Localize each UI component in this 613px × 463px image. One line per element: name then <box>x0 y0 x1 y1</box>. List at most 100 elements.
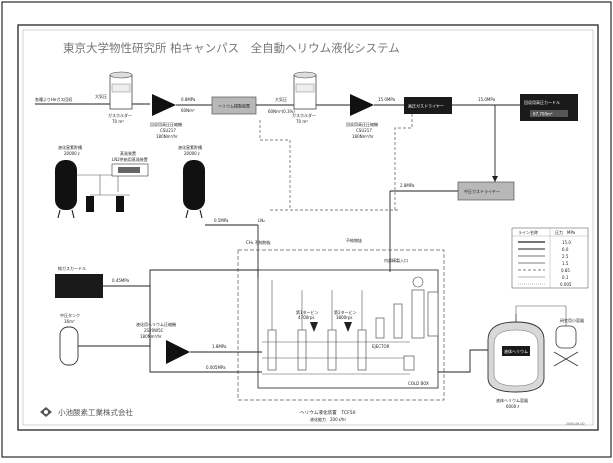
pressure-08-label: 0.8MPa <box>181 97 196 102</box>
legend-header-line: ライン名称 <box>518 229 538 235</box>
hp-curdle-sublabel-bg <box>530 110 568 117</box>
dewar-transfer-line <box>438 349 490 373</box>
compressor1-label: 回収用高圧圧縮機 <box>150 121 182 127</box>
transport-label: 研究用小容器 <box>560 317 584 323</box>
source-line-label: 各種よりHeガス回収 <box>35 96 72 102</box>
compressor2-label: 回収用高圧圧縮機 <box>346 121 378 127</box>
compressor1-capacity: 180Nm³/hr <box>156 134 178 139</box>
ln2-tank-left <box>55 160 77 219</box>
gasholder2 <box>293 71 317 110</box>
liquefier-label: ヘリウム液化装置 TCF50 <box>300 409 356 416</box>
legend-press-1: 6.0 <box>562 247 569 252</box>
hp-dryer-box <box>404 97 452 114</box>
legend-press-4: 0.85 <box>561 268 570 273</box>
pressure-150a-label: 15.0MPa <box>378 97 396 102</box>
compressor1-triangle <box>152 94 176 116</box>
compressor2-model: CSU217 <box>356 128 372 133</box>
evaporator-display <box>118 167 140 173</box>
vessel-top-valve <box>412 276 424 288</box>
atm1-label: 大気圧 <box>95 93 107 99</box>
ln2-tank-right <box>183 160 205 219</box>
pure-curdle-label: 純ガスカードル <box>58 265 86 271</box>
ln2-chem: LN₂ <box>258 218 265 223</box>
gasholder1-volume: 70 m³ <box>112 119 124 124</box>
gasholder2-label: ガスホルダー <box>292 112 316 118</box>
evaporator-label: 蒸発装置 <box>120 150 136 156</box>
ln2-tank-right-label: 液化窒素貯槽 <box>178 144 202 150</box>
vessel-e <box>403 355 415 371</box>
purifier-label: ヘリウム精製装置 <box>218 103 250 109</box>
compressor1-model: CSU217 <box>160 128 176 133</box>
legend-rows <box>518 241 545 285</box>
mp-dryer-label: 中圧ガスドライヤー <box>464 188 500 194</box>
evaporator-piping <box>77 174 130 196</box>
ln2-tank-left-volume: 20000 ℓ <box>64 151 80 156</box>
pressure-05-label: 0.5MPa <box>214 218 229 223</box>
turbine2-rpm: 3800rps <box>336 315 352 320</box>
comp3-return <box>149 286 262 373</box>
legend-press-3: 1.5 <box>562 261 569 266</box>
purifier-box <box>211 96 257 115</box>
ln2-tank-left-label: 液化窒素貯槽 <box>58 144 82 150</box>
pressure-0005-label: 0.005MPa <box>206 365 226 370</box>
atm2-label: 大気圧 <box>275 96 287 102</box>
dewar-volume: 6000 ℓ <box>506 404 519 409</box>
compressor3-label: 液化用ヘリウム圧縮機 <box>136 321 176 327</box>
compressor2-capacity: 180Nm³/hr <box>352 134 374 139</box>
mp-tank <box>59 326 79 366</box>
turbine1-symbol <box>310 322 318 332</box>
flow-60b-label: 60Nm³(0.3%) <box>268 109 295 114</box>
dewar-inner-label: 液体ヘリウム <box>504 348 528 354</box>
dewar-label: 液体ヘリウム容器 <box>496 397 528 403</box>
dewar-vessel <box>487 314 545 393</box>
hp-curdle-volume: 67,700m³ <box>533 112 553 117</box>
vessel-d <box>427 291 439 337</box>
ejector-label: EJECTOR <box>372 344 390 349</box>
evaporator-sublabel: LN2供給用蒸発装置 <box>112 156 148 162</box>
gasholder2-volume: 70 m³ <box>296 119 308 124</box>
hp-dryer-label: 高圧ガスドライヤー <box>408 103 444 109</box>
pressure-18-label: 1.8MPa <box>212 344 227 349</box>
legend-press-2: 2.5 <box>562 254 569 259</box>
transport-stand <box>553 351 579 367</box>
page-title: 東京大学物性研究所 柏キャンパス 全自動ヘリウム液化システム <box>63 41 400 55</box>
vessel-c <box>411 289 425 339</box>
turbine1-rpm: 4700rps <box>298 315 314 320</box>
turbine2-symbol <box>344 322 352 332</box>
mp-tank-label: 中圧タンク <box>60 312 80 318</box>
compressor3-model: 2S20W5C <box>144 328 164 333</box>
mp-tank-volume: 16m³ <box>64 319 75 324</box>
turbine2-label: 第2タービン <box>334 309 357 315</box>
liquefier-capacity: 液化能力 200 ℓ/hr <box>310 416 346 422</box>
company-logo-icon <box>40 407 52 417</box>
impurity-label: 不純物抜 <box>346 237 362 243</box>
transport-line <box>515 305 567 326</box>
doc-code: 2000-06-00 <box>566 422 585 426</box>
legend-press-0: 15.0 <box>562 240 571 245</box>
compressor3-triangle <box>166 340 190 364</box>
down-arrow-dryer2 <box>492 176 498 182</box>
ln2-tank-right-volume: 20000 ℓ <box>184 151 200 156</box>
ln2-pumps <box>86 196 124 212</box>
legend-press-5: 0.1 <box>562 275 569 280</box>
legend-press-6: 0.005 <box>560 282 572 287</box>
pressure-legend <box>511 227 589 289</box>
ch4-line-label: CH₄ 不純物抜 <box>246 239 271 245</box>
gasholder1 <box>109 71 133 110</box>
liquefier-boundary <box>237 249 445 401</box>
drawing-inner-frame <box>22 29 594 426</box>
pure-curdle-box <box>55 274 103 298</box>
dashed-return-b <box>394 114 413 210</box>
flow-60-label: 60Nm³ <box>181 108 195 113</box>
inner-purifier-label: 内部精製入口 <box>384 257 408 263</box>
turbine1-label: 第1タービン <box>296 309 319 315</box>
compressor2-triangle <box>350 94 374 116</box>
gasholder1-label: ガスホルダー <box>108 112 132 118</box>
vessel-a <box>375 317 385 339</box>
pressure-045-label: 0.45MPa <box>112 278 130 283</box>
cold-box-piping-horiz <box>262 341 410 375</box>
pressure-150b-label: 15.0MPa <box>478 97 496 102</box>
pressure-28-label: 2.8MPa <box>400 183 415 188</box>
